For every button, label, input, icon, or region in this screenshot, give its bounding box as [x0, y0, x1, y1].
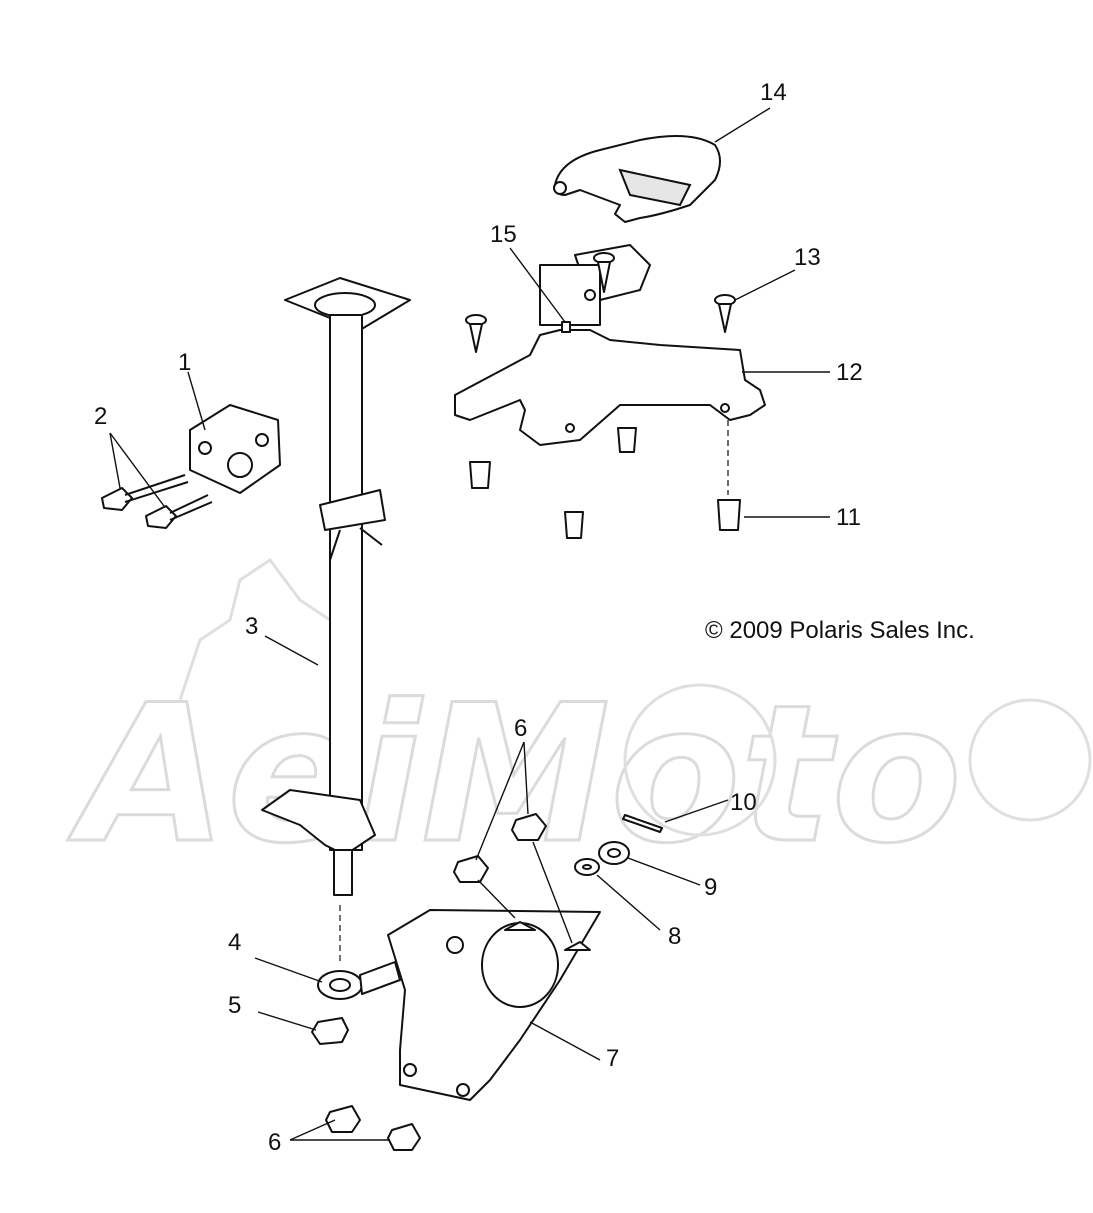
callout-6-lower: 6 [268, 1129, 281, 1156]
watermark: AeiMoto [66, 557, 1092, 887]
callout-10: 10 [730, 789, 757, 816]
callout-6-upper: 6 [514, 715, 527, 742]
part-01-clamp [189, 404, 281, 494]
part-05-nut [311, 1017, 349, 1045]
part-08-washer [574, 858, 600, 876]
callout-13: 13 [794, 244, 821, 271]
part-02-bolts [101, 474, 213, 529]
part-06-nuts-upper [453, 813, 547, 883]
part-14-cover [553, 135, 721, 223]
callout-3: 3 [245, 613, 258, 640]
callout-9: 9 [704, 874, 717, 901]
callout-11: 11 [836, 504, 861, 531]
callout-15: 15 [490, 221, 517, 248]
part-07-mount-plate [387, 909, 601, 1101]
callout-14: 14 [760, 79, 787, 106]
part-06-nuts-lower [325, 1105, 421, 1151]
copyright-notice: © 2009 Polaris Sales Inc. [705, 617, 975, 644]
callout-8: 8 [668, 923, 681, 950]
part-10-pin [622, 814, 663, 833]
callout-12: 12 [836, 359, 863, 386]
callout-5: 5 [228, 992, 241, 1019]
callout-labels: 1 2 3 4 5 6 6 7 8 9 10 11 12 13 14 15 [94, 79, 863, 1156]
part-04-rod-end [317, 961, 401, 1000]
watermark-text: AeiMoto [67, 664, 962, 885]
part-12-bracket [454, 244, 766, 446]
part-11-nuts [469, 427, 741, 539]
callout-7: 7 [606, 1045, 619, 1072]
part-13-screws [465, 252, 736, 353]
callout-2: 2 [94, 403, 107, 430]
callout-1: 1 [178, 349, 191, 376]
callout-4: 4 [228, 929, 241, 956]
part-03-steering-post [261, 277, 411, 896]
part-09-nut [598, 841, 630, 865]
leader-lines [109, 107, 830, 1141]
